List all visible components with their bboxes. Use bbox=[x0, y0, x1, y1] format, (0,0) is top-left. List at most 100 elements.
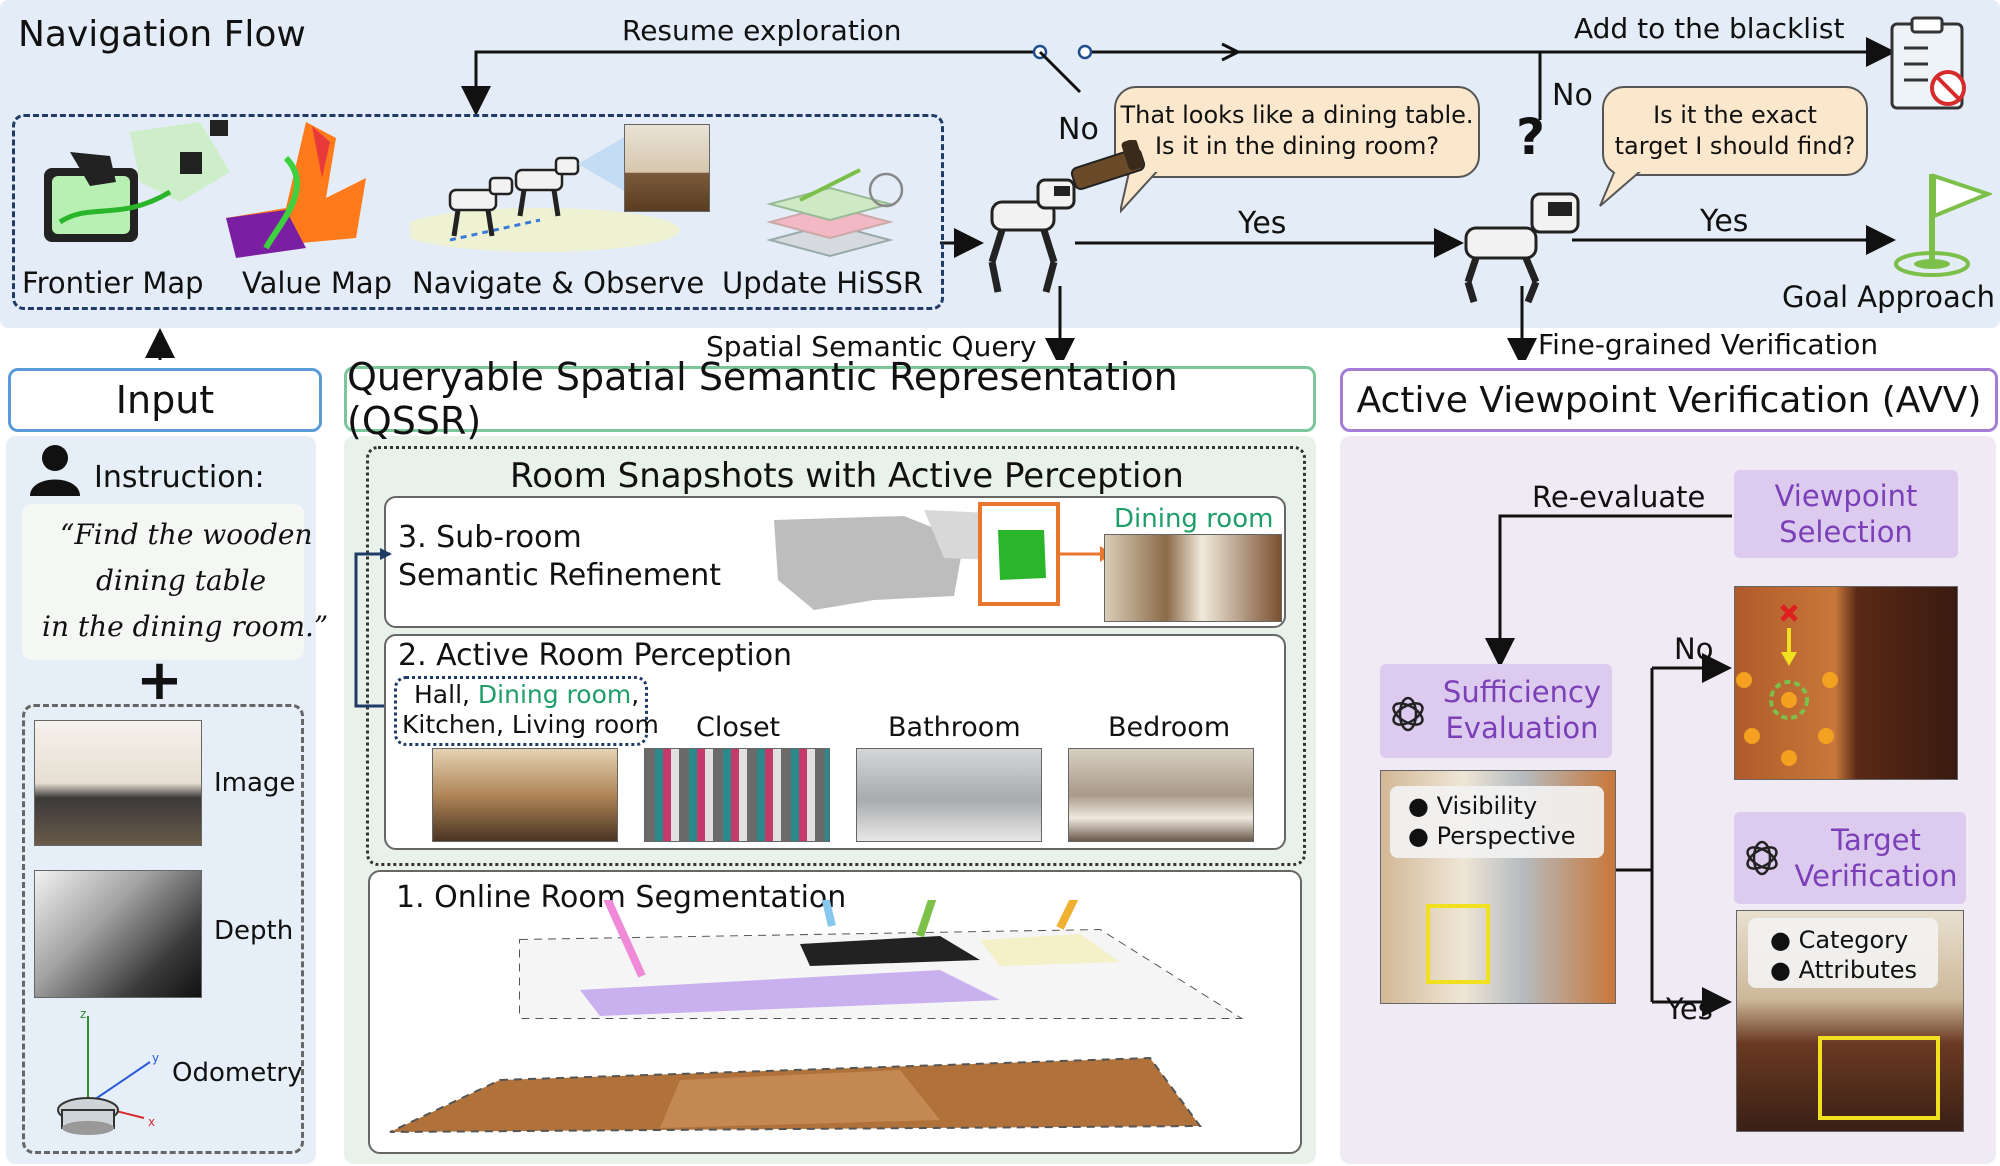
subroom-map-icon bbox=[774, 502, 1112, 610]
axis-z-label: z bbox=[80, 1007, 86, 1021]
target-line2: Verification bbox=[1794, 859, 1958, 893]
perspective-text: Perspective bbox=[1436, 822, 1576, 850]
attributes-text: Attributes bbox=[1798, 956, 1918, 984]
bubble1-tail bbox=[1120, 168, 1162, 214]
category-text: Category bbox=[1798, 926, 1909, 954]
target-bbox bbox=[1818, 1036, 1940, 1120]
avv-no-label: No bbox=[1674, 632, 1714, 666]
bubble1-line1: That looks like a dining table. bbox=[1120, 101, 1474, 129]
navigation-steps-box bbox=[12, 114, 944, 310]
sufficiency-line1: Sufficiency bbox=[1442, 675, 1602, 709]
sufficiency-target-bbox bbox=[1426, 904, 1490, 984]
robot-dog-icon-2 bbox=[1464, 192, 1580, 304]
sensor-inputs-box bbox=[22, 704, 304, 1154]
rooms-comma: , bbox=[631, 680, 640, 709]
reevaluate-label: Re-evaluate bbox=[1532, 480, 1706, 514]
robot-dog-icon bbox=[988, 178, 1076, 293]
step1-title: 1. Online Room Segmentation bbox=[396, 880, 847, 915]
rooms-line1: Hall, Dining room, bbox=[414, 680, 639, 709]
clipboard-blacklist-icon bbox=[1890, 16, 1966, 110]
quote-line3: in the dining room.” bbox=[42, 610, 329, 643]
rgb-image-thumb bbox=[34, 720, 202, 846]
axis-y-label: y bbox=[152, 1051, 159, 1065]
bullet-perspective: ● Perspective bbox=[1408, 822, 1576, 850]
robot-base-icon: z y x bbox=[57, 1007, 159, 1135]
viewpoint-markers bbox=[1736, 604, 1838, 766]
quote-line2: dining table bbox=[96, 564, 267, 597]
qssr-title: Queryable Spatial Semantic Representatio… bbox=[347, 355, 1178, 443]
closet-label: Closet bbox=[696, 712, 781, 743]
navigate-observe-icon bbox=[410, 136, 680, 252]
bullet-visibility: ● Visibility bbox=[1408, 792, 1538, 820]
no-label-right: No bbox=[1552, 78, 1593, 113]
step-update-hissr: Update HiSSR bbox=[722, 266, 924, 300]
viewpoint-line2: Selection bbox=[1779, 515, 1913, 549]
frontier-map-icon bbox=[44, 120, 230, 242]
layers-icon bbox=[766, 168, 904, 258]
visibility-text: Visibility bbox=[1436, 792, 1538, 820]
blacklist-label: Add to the blacklist bbox=[1574, 12, 1845, 45]
bubble2-line1: Is it the exact bbox=[1653, 101, 1817, 129]
input-header: Input bbox=[8, 368, 322, 432]
hall-photo bbox=[432, 748, 618, 842]
no-label-left: No bbox=[1058, 112, 1099, 147]
observation-photo bbox=[624, 124, 710, 212]
bubble1-line2: Is it in the dining room? bbox=[1154, 132, 1440, 160]
fine-grained-label: Fine-grained Verification bbox=[1538, 328, 1879, 361]
axis-x-label: x bbox=[148, 1115, 155, 1129]
dining-room-tag: Dining room bbox=[1114, 504, 1274, 534]
viewpoint-line1: Viewpoint bbox=[1774, 479, 1918, 513]
speech-bubble-exact-target: Is it the exact target I should find? bbox=[1602, 86, 1868, 176]
yes-label-right: Yes bbox=[1700, 204, 1749, 239]
sufficiency-line2: Evaluation bbox=[1445, 711, 1599, 745]
bullet-attributes: ● Attributes bbox=[1770, 956, 1918, 984]
step-value-map: Value Map bbox=[242, 266, 393, 300]
telescope-icon bbox=[1070, 140, 1146, 191]
room-snapshots-box bbox=[366, 446, 1306, 866]
refinement-connector bbox=[354, 548, 392, 708]
resume-exploration-label: Resume exploration bbox=[622, 14, 902, 47]
viewpoint-selection-tag: Viewpoint Selection bbox=[1734, 470, 1958, 558]
navigation-flow-title: Navigation Flow bbox=[18, 14, 306, 55]
depth-image-thumb bbox=[34, 870, 202, 998]
bullet-category: ● Category bbox=[1770, 926, 1909, 954]
avv-header: Active Viewpoint Verification (AVV) bbox=[1340, 368, 1998, 432]
qssr-header: Queryable Spatial Semantic Representatio… bbox=[344, 355, 1316, 443]
sufficiency-criteria-box bbox=[1390, 786, 1604, 858]
speech-bubble-dining: That looks like a dining table. Is it in… bbox=[1114, 86, 1480, 178]
bedroom-label: Bedroom bbox=[1108, 712, 1231, 743]
target-criteria-box bbox=[1748, 918, 1938, 988]
rooms-dining: Dining room bbox=[477, 680, 632, 709]
avv-title: Active Viewpoint Verification (AVV) bbox=[1356, 379, 1982, 421]
person-icon bbox=[30, 445, 80, 496]
room-snapshots-title: Room Snapshots with Active Perception bbox=[510, 456, 1184, 496]
input-title: Input bbox=[115, 378, 215, 422]
depth-label: Depth bbox=[214, 916, 294, 946]
odometry-label: Odometry bbox=[172, 1058, 303, 1088]
instruction-label: Instruction: bbox=[94, 460, 265, 495]
bedroom-photo bbox=[1068, 748, 1254, 842]
step3-line2: Semantic Refinement bbox=[398, 558, 722, 593]
step2-title: 2. Active Room Perception bbox=[398, 638, 793, 673]
value-map-icon bbox=[226, 122, 366, 258]
closet-photo bbox=[644, 748, 830, 842]
goal-approach-label: Goal Approach bbox=[1782, 280, 1996, 314]
quote-line1: “Find the wooden bbox=[60, 518, 313, 551]
instruction-quote-box bbox=[22, 504, 304, 660]
step-frontier-map: Frontier Map bbox=[22, 266, 204, 300]
rooms-hall: Hall, bbox=[414, 680, 478, 709]
question-mark: ? bbox=[1516, 108, 1546, 166]
nav-arrows bbox=[145, 37, 1896, 360]
bubble2-tail bbox=[1599, 168, 1646, 207]
bubble2-line2: target I should find? bbox=[1614, 132, 1856, 160]
avv-arrows bbox=[1485, 514, 1732, 1017]
openai-logo-icon bbox=[1392, 696, 1424, 732]
room-labels-box bbox=[394, 676, 648, 746]
plus-sign: + bbox=[136, 648, 183, 713]
goal-flag-icon bbox=[1894, 173, 1992, 277]
spatial-query-label: Spatial Semantic Query bbox=[706, 330, 1037, 363]
rooms-line2: Kitchen, Living room bbox=[402, 710, 659, 739]
segmentation-map bbox=[389, 900, 1244, 1133]
viewpoint-topdown-photo bbox=[1734, 586, 1958, 780]
image-label: Image bbox=[214, 768, 296, 798]
